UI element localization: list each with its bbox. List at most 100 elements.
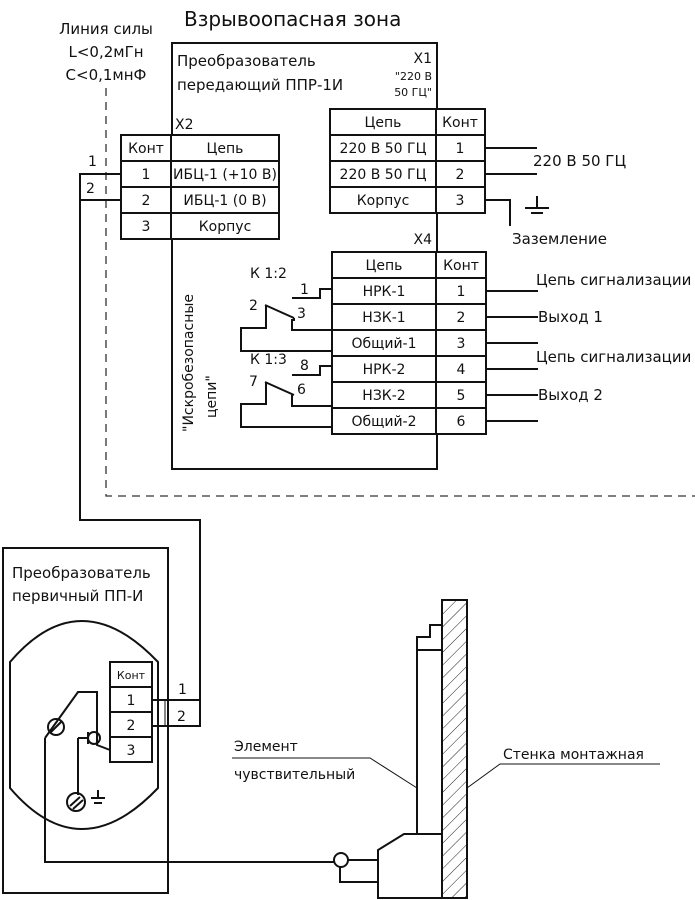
terminal-x1: X1 "220 В 50 ГЦ" Цепь Конт 220 В 50 ГЦ 1…: [329, 51, 626, 248]
x1-note-line1: "220 В: [395, 70, 432, 83]
x4-row: Общий-2 6: [331, 407, 487, 435]
x1-header-circuit-cell: [329, 108, 437, 136]
x2-row-circuit: Корпус: [199, 219, 252, 235]
intrinsic-cable: 1 2: [79, 154, 201, 713]
x2-row-circuit: ИБЦ-1 (+10 В): [173, 167, 277, 183]
output-label-out-1: Выход 1: [538, 308, 603, 326]
primary-terminal-header: Конт: [117, 669, 146, 682]
x4-row-contact: 1: [457, 284, 466, 300]
wall-label: Стенка монтажная: [503, 747, 644, 763]
primary-terminal-contact: 3: [127, 743, 136, 759]
line-spec-title: Линия силы: [59, 20, 153, 38]
transmitter-title-line2: передающий ППР-1И: [177, 76, 343, 94]
primary-title-line1: Преобразователь: [12, 564, 151, 582]
ground-label: Заземление: [512, 230, 607, 248]
relay-pin: 3: [297, 306, 306, 322]
x1-row-circuit: 220 В 50 ГЦ: [340, 141, 427, 157]
primary-wire-label-2: 2: [177, 709, 186, 725]
x1-row-contact: 3: [456, 193, 465, 209]
x2-header-circuit: Цепь: [207, 141, 244, 157]
sensor-base: [377, 833, 442, 899]
relay-pin: 6: [297, 382, 306, 398]
x4-row: НЗК-2 5: [331, 381, 487, 409]
relay-pin: 1: [300, 282, 309, 298]
relay-pin: 7: [249, 374, 258, 390]
relay-pin: 2: [249, 298, 258, 314]
output-label-signal-1: Цепь сигнализации: [536, 271, 691, 289]
relay-k1-3: К 1:3 8 7 6: [240, 352, 332, 428]
transmitter-title-line1: Преобразователь: [177, 52, 316, 70]
x4-row-contact: 6: [457, 414, 466, 430]
x4-row-circuit: НРК-2: [363, 362, 406, 378]
hazardous-zone-boundary: [105, 88, 695, 497]
x2-row-contact: 1: [142, 167, 151, 183]
x1-row-contact: 1: [456, 141, 465, 157]
x1-row-circuit: Корпус: [357, 193, 410, 209]
cable-wire-label-1: 1: [88, 154, 97, 170]
mounting-wall: [441, 599, 468, 899]
x1-row-circuit: 220 В 50 ГЦ: [340, 167, 427, 183]
x2-row-contact: 2: [142, 193, 151, 209]
primary-unit: Преобразователь первичный ПП-И Конт 1 2 …: [2, 547, 334, 894]
relay-pin: 8: [300, 358, 309, 374]
intrinsic-label-line2: цепи": [204, 375, 220, 418]
relay-name: К 1:2: [250, 266, 287, 282]
x4-header-circuit: Цепь: [366, 258, 403, 274]
line-spec-capacitance: C<0,1мнФ: [66, 66, 147, 84]
x4-row: НРК-2 4: [331, 355, 487, 383]
x4-row: НЗК-1 2: [331, 303, 487, 331]
x4-row-contact: 5: [457, 388, 466, 404]
relay-name: К 1:3: [250, 352, 287, 368]
relay-k1-2: К 1:2 1 2 3: [240, 266, 332, 352]
element-label-line2: чувствительный: [234, 767, 355, 783]
element-leader: [232, 757, 418, 789]
primary-housing: [9, 620, 159, 830]
x1-header-circuit: Цепь: [365, 115, 402, 131]
x4-header-contact: Конт: [443, 258, 479, 274]
line-spec: Линия силы L<0,2мГн C<0,1мнФ: [59, 20, 153, 84]
ground-icon: [525, 196, 549, 214]
x4-row-contact: 4: [457, 362, 466, 378]
zone-title: Взрывоопасная зона: [184, 7, 401, 31]
ground-screw-icon: [66, 792, 86, 812]
x2-header-contact: Конт: [128, 141, 164, 157]
primary-terminal-row: 2: [109, 711, 153, 738]
x4-row-circuit: НЗК-1: [362, 310, 405, 326]
x4-label: X4: [414, 232, 433, 248]
x4-row-circuit: НРК-1: [363, 284, 406, 300]
output-label-out-2: Выход 2: [538, 386, 603, 404]
wall-leader: [466, 763, 660, 789]
connector-icon: [47, 718, 65, 736]
x4-row: Общий-1 3: [331, 329, 487, 357]
ground-icon: [91, 790, 105, 804]
primary-terminal-row: 3: [109, 736, 153, 763]
x1-row: 220 В 50 ГЦ 2: [329, 160, 486, 188]
cable-wire-label-2: 2: [86, 181, 95, 197]
x4-row-circuit: Общий-1: [352, 336, 417, 352]
cable-gland-icon: [333, 852, 349, 868]
primary-terminal-contact: 2: [127, 718, 136, 734]
x4-row-circuit: НЗК-2: [362, 388, 405, 404]
x2-label: X2: [175, 117, 194, 133]
primary-terminal-contact: 1: [127, 693, 136, 709]
terminal-x2: X2 Конт Цепь 1 ИБЦ-1 (+10 В) 2 ИБЦ-1 (0 …: [120, 117, 280, 240]
x1-row-contact: 2: [456, 167, 465, 183]
primary-terminal-row: 1: [109, 686, 153, 713]
x2-row: 1 ИБЦ-1 (+10 В): [120, 160, 280, 188]
intrinsic-label-line1: "Искробезопасные: [181, 294, 197, 432]
x4-row-contact: 2: [457, 310, 466, 326]
x2-row-contact: 3: [142, 219, 151, 235]
output-label-signal-2: Цепь сигнализации: [536, 348, 691, 366]
x4-row-circuit: Общий-2: [352, 414, 417, 430]
x4-row-contact: 3: [457, 336, 466, 352]
x1-note-line2: 50 ГЦ": [394, 86, 432, 99]
line-spec-inductance: L<0,2мГн: [68, 43, 143, 61]
sensor-assembly: [333, 599, 468, 899]
x4-row: НРК-1 1: [331, 277, 487, 305]
x2-row: 2 ИБЦ-1 (0 В): [120, 186, 280, 214]
x2-row: 3 Корпус: [120, 212, 280, 240]
x1-label: X1: [414, 51, 433, 67]
primary-wire-label-1: 1: [178, 682, 187, 698]
